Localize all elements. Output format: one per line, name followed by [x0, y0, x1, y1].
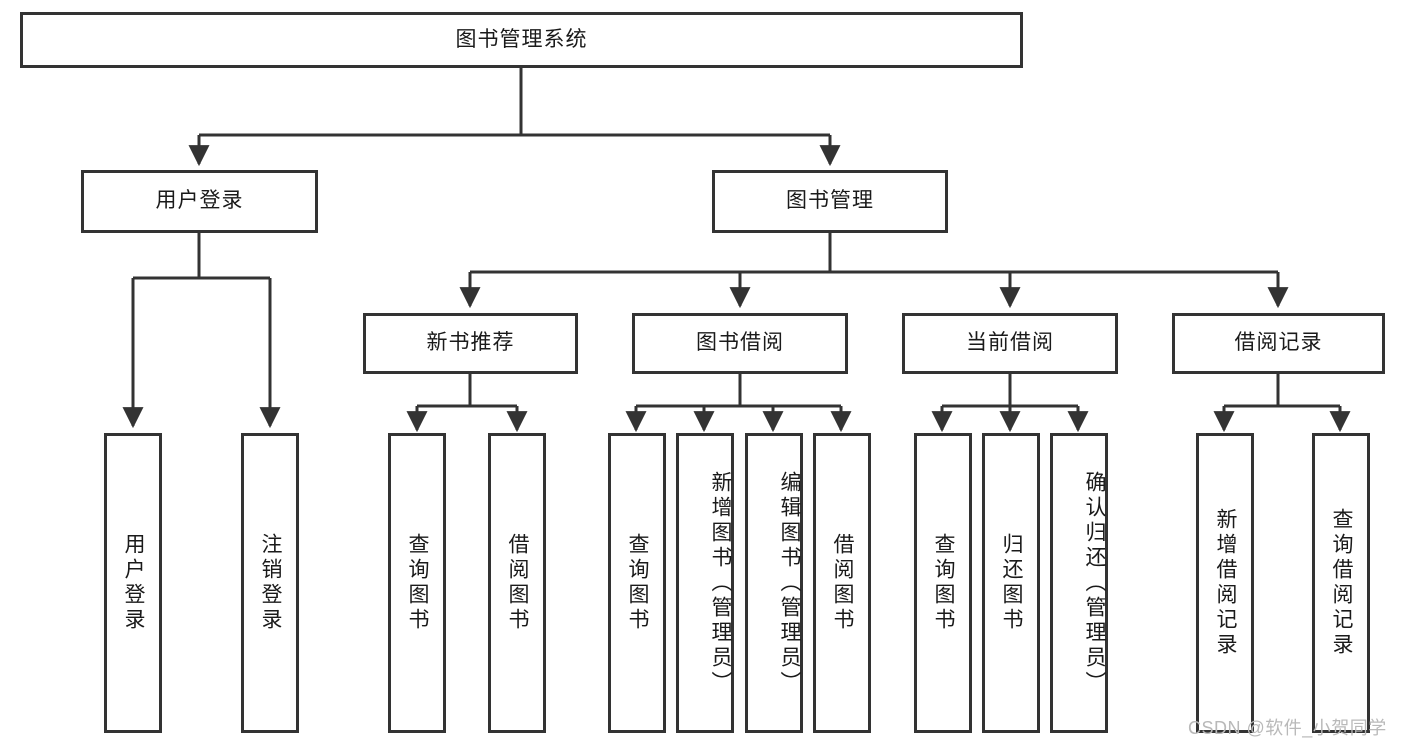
- leaf-add-book-admin[interactable]: 新增图书（管理员）: [676, 433, 734, 733]
- leaf-edit-book-admin-label: 编辑图书（管理员）: [778, 470, 801, 696]
- leaf-query-borrow-record[interactable]: 查询借阅记录: [1312, 433, 1370, 733]
- leaf-borrow-book-2[interactable]: 借阅图书: [813, 433, 871, 733]
- node-user-login-label: 用户登录: [155, 189, 244, 213]
- leaf-logout-login[interactable]: 注销登录: [241, 433, 299, 733]
- leaf-user-login[interactable]: 用户登录: [104, 433, 162, 733]
- leaf-borrow-book-1-label: 借阅图书: [506, 533, 530, 633]
- node-book-manage[interactable]: 图书管理: [712, 170, 948, 233]
- node-current-borrow-label: 当前借阅: [966, 331, 1054, 355]
- leaf-return-book-label: 归还图书: [1000, 533, 1024, 633]
- node-borrow-record[interactable]: 借阅记录: [1172, 313, 1385, 374]
- leaf-borrow-book-1[interactable]: 借阅图书: [488, 433, 546, 733]
- leaf-logout-login-label: 注销登录: [259, 533, 283, 633]
- node-user-login[interactable]: 用户登录: [81, 170, 318, 233]
- leaf-query-book-1[interactable]: 查询图书: [388, 433, 446, 733]
- watermark-text: CSDN @软件_小贺同学: [1188, 718, 1387, 738]
- leaf-query-book-1-label: 查询图书: [406, 533, 430, 633]
- leaf-query-book-3[interactable]: 查询图书: [914, 433, 972, 733]
- leaf-query-book-2[interactable]: 查询图书: [608, 433, 666, 733]
- leaf-query-borrow-record-label: 查询借阅记录: [1330, 508, 1354, 658]
- leaf-add-book-admin-label: 新增图书（管理员）: [709, 470, 732, 696]
- node-new-book-recommend[interactable]: 新书推荐: [363, 313, 578, 374]
- node-new-book-recommend-label: 新书推荐: [426, 331, 515, 355]
- leaf-query-book-2-label: 查询图书: [626, 533, 650, 633]
- leaf-confirm-return-admin[interactable]: 确认归还（管理员）: [1050, 433, 1108, 733]
- node-root[interactable]: 图书管理系统: [20, 12, 1023, 68]
- leaf-edit-book-admin[interactable]: 编辑图书（管理员）: [745, 433, 803, 733]
- leaf-user-login-label: 用户登录: [122, 533, 146, 633]
- leaf-add-borrow-record[interactable]: 新增借阅记录: [1196, 433, 1254, 733]
- leaf-add-borrow-record-label: 新增借阅记录: [1214, 508, 1238, 658]
- leaf-borrow-book-2-label: 借阅图书: [831, 533, 855, 633]
- leaf-confirm-return-admin-label: 确认归还（管理员）: [1083, 470, 1106, 696]
- node-root-label: 图书管理系统: [455, 27, 588, 51]
- node-book-manage-label: 图书管理: [786, 189, 874, 213]
- leaf-return-book[interactable]: 归还图书: [982, 433, 1040, 733]
- node-book-borrow-label: 图书借阅: [696, 331, 784, 355]
- node-borrow-record-label: 借阅记录: [1234, 331, 1323, 355]
- leaf-query-book-3-label: 查询图书: [932, 533, 956, 633]
- node-book-borrow[interactable]: 图书借阅: [632, 313, 848, 374]
- node-current-borrow[interactable]: 当前借阅: [902, 313, 1118, 374]
